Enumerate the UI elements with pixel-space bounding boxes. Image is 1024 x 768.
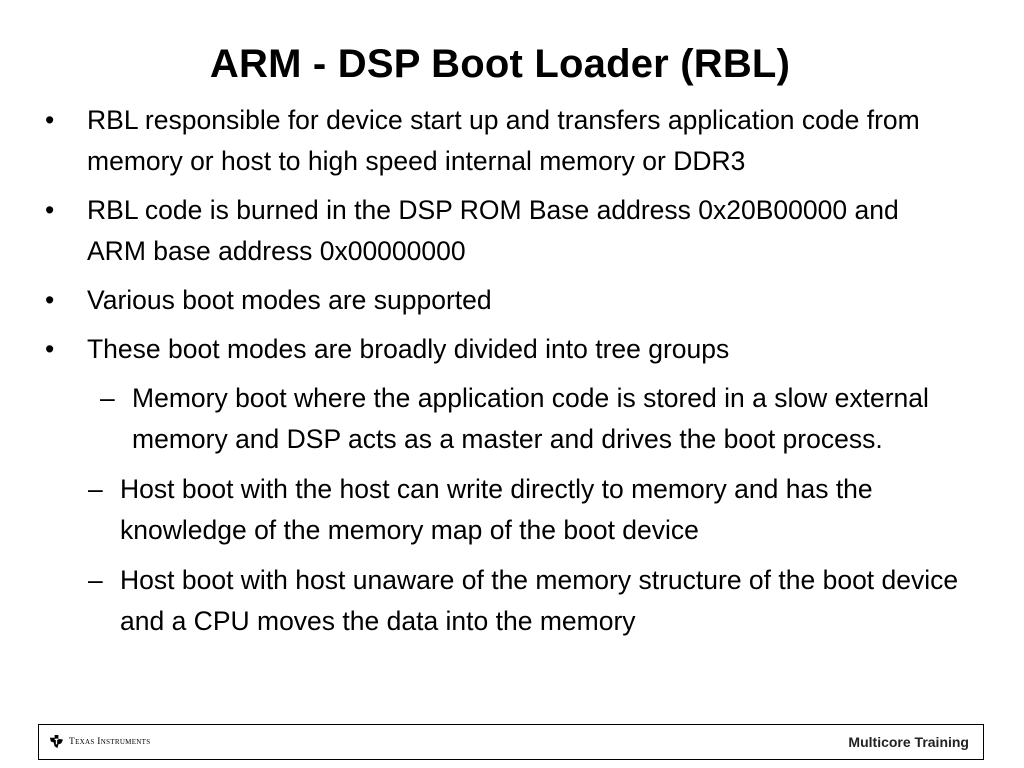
sub-bullet-item: – Memory boot where the application code… bbox=[0, 378, 982, 460]
sub-bullet-marker: – bbox=[88, 565, 103, 595]
bullet-marker: • bbox=[45, 285, 55, 315]
sub-bullet-marker: – bbox=[100, 383, 115, 413]
bullet-text: These boot modes are broadly divided int… bbox=[87, 334, 730, 364]
sub-bullet-marker: – bbox=[88, 474, 103, 504]
sub-bullet-text: Memory boot where the application code i… bbox=[132, 383, 929, 454]
bullet-text: RBL code is burned in the DSP ROM Base a… bbox=[87, 195, 899, 266]
footer-bar: Texas Instruments Multicore Training bbox=[38, 724, 984, 760]
bullet-item: • RBL responsible for device start up an… bbox=[0, 100, 947, 182]
sub-bullet-item: – Host boot with host unaware of the mem… bbox=[0, 560, 980, 642]
bullet-marker: • bbox=[45, 195, 55, 225]
company-name: Texas Instruments bbox=[69, 736, 151, 747]
brand-label: Multicore Training bbox=[848, 734, 969, 750]
slide-title: ARM - DSP Boot Loader (RBL) bbox=[209, 42, 791, 86]
bullet-item: • RBL code is burned in the DSP ROM Base… bbox=[0, 190, 947, 272]
bullet-text: Various boot modes are supported bbox=[87, 285, 492, 315]
bullet-text: RBL responsible for device start up and … bbox=[87, 105, 920, 176]
sub-bullet-item: – Host boot with the host can write dire… bbox=[0, 469, 980, 551]
bullet-marker: • bbox=[45, 334, 55, 364]
bullet-list: • RBL responsible for device start up an… bbox=[0, 100, 1024, 651]
sub-bullet-text: Host boot with the host can write direct… bbox=[120, 474, 873, 545]
company-logo: Texas Instruments bbox=[49, 734, 150, 749]
sub-bullet-text: Host boot with host unaware of the memor… bbox=[120, 565, 959, 636]
bullet-marker: • bbox=[45, 105, 55, 135]
bullet-item: • These boot modes are broadly divided i… bbox=[0, 329, 947, 370]
texas-instruments-logo-icon bbox=[49, 734, 64, 749]
bullet-item: • Various boot modes are supported bbox=[0, 280, 947, 321]
